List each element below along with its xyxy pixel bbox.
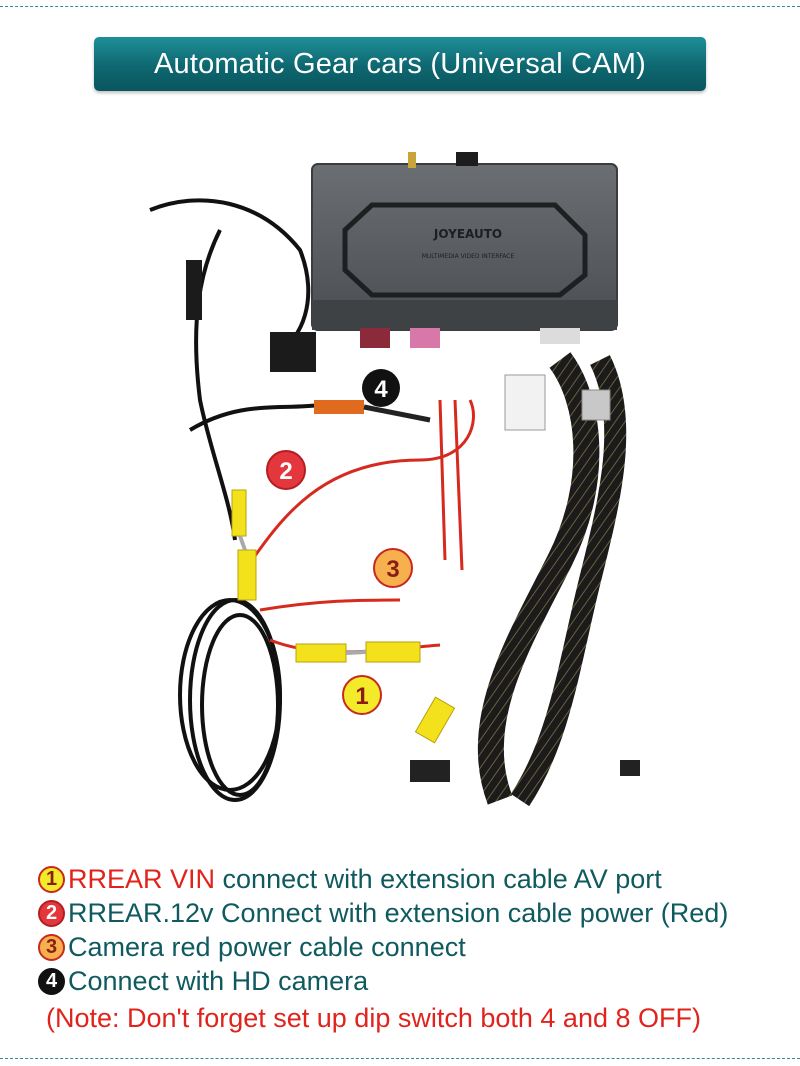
legend-item-1-text: connect with extension cable AV port xyxy=(215,863,662,894)
callout-3: 3 xyxy=(373,548,413,588)
device-subtitle-label: MULTIMEDIA VIDEO INTERFACE xyxy=(422,253,515,260)
badge-3: 3 xyxy=(38,933,65,961)
legend-item-1-highlight: RREAR VIN xyxy=(68,863,216,894)
interface-box: JOYEAUTO MULTIMEDIA VIDEO INTERFACE xyxy=(311,152,618,348)
red-power-wires xyxy=(243,399,475,654)
orange-rca-plug xyxy=(314,400,364,414)
badge-2: 2 xyxy=(38,899,65,927)
callout-2-label: 2 xyxy=(279,458,292,485)
callout-2: 2 xyxy=(266,450,306,490)
legend-item-2: 2 RREAR.12v Connect with extension cable… xyxy=(38,896,798,930)
dip-switch-note: (Note: Don't forget set up dip switch bo… xyxy=(46,1002,701,1033)
badge-1: 1 xyxy=(38,865,65,893)
legend-item-3: 3 Camera red power cable connect xyxy=(38,930,798,964)
callout-3-label: 3 xyxy=(386,556,399,583)
yellow-rca-plugs xyxy=(231,489,456,744)
top-divider xyxy=(0,6,800,7)
dc-jack xyxy=(410,760,450,782)
cable-joint xyxy=(186,260,202,320)
callout-1-label: 1 xyxy=(355,683,368,710)
camera-cable-coil xyxy=(149,198,321,802)
legend-item-4: 4 Connect with HD camera xyxy=(38,964,798,998)
device-brand-label: JOYEAUTO xyxy=(433,227,502,241)
page-title: Automatic Gear cars (Universal CAM) xyxy=(94,37,706,91)
braided-harness xyxy=(477,352,627,807)
small-connector xyxy=(620,760,640,776)
legend: 1 RREAR VIN connect with extension cable… xyxy=(38,862,798,1038)
legend-item-3-text: Camera red power cable connect xyxy=(68,931,466,962)
hd-camera-lead xyxy=(363,404,431,423)
legend-item-1: 1 RREAR VIN connect with extension cable… xyxy=(38,862,798,896)
product-photo: JOYEAUTO MULTIMEDIA VIDEO INTERFACE xyxy=(149,152,640,807)
badge-4: 4 xyxy=(38,967,65,995)
callout-4: 4 xyxy=(362,369,400,407)
callout-1: 1 xyxy=(342,675,382,715)
callout-4-label: 4 xyxy=(374,376,388,403)
legend-item-4-text: Connect with HD camera xyxy=(68,965,369,996)
legend-item-2-text: RREAR.12v Connect with extension cable p… xyxy=(68,897,729,928)
bottom-divider xyxy=(0,1058,800,1059)
camera-module xyxy=(270,332,316,372)
